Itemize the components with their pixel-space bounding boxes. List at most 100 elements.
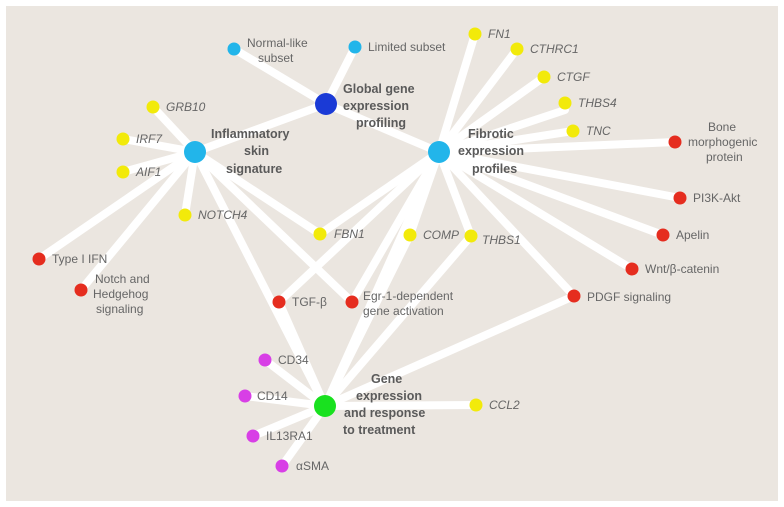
node-egr1: Egr-1-dependent gene activation xyxy=(345,289,454,318)
node-dot xyxy=(673,191,687,205)
node-dot xyxy=(116,165,130,179)
edge xyxy=(230,45,330,108)
node-tgf-beta: TGF-β xyxy=(272,295,327,309)
node-pi3k-akt: PI3K-Akt xyxy=(673,191,741,205)
node-apelin: Apelin xyxy=(656,228,709,242)
node-thbs1: THBS1 xyxy=(464,229,521,247)
node-normal-like: Normal-like subset xyxy=(227,36,308,65)
node-label: Notch and xyxy=(95,272,150,286)
edge xyxy=(435,148,636,273)
edge xyxy=(278,402,329,470)
node-label: TGF-β xyxy=(292,295,327,309)
hub-fibrotic-dot xyxy=(428,141,450,163)
node-label: TNC xyxy=(586,124,611,138)
node-label: Limited subset xyxy=(368,40,446,54)
node-label: Bone xyxy=(708,120,736,134)
node-label: gene activation xyxy=(363,304,444,318)
node-label: CCL2 xyxy=(489,398,520,412)
edge xyxy=(249,402,329,440)
hub-fibrotic-label-2: expression xyxy=(458,144,524,158)
edge xyxy=(35,148,199,263)
edge xyxy=(191,148,356,306)
hub-inflammatory: Inflammatory skin signature xyxy=(184,127,290,176)
hub-global-label-2: expression xyxy=(343,99,409,113)
network-diagram: Global gene expression profiling Inflamm… xyxy=(6,6,778,501)
node-label: THBS1 xyxy=(482,233,521,247)
node-label: Hedgehog xyxy=(93,287,148,301)
edge xyxy=(261,356,329,410)
node-notch-hedgehog: Notch and Hedgehog signaling xyxy=(74,272,150,316)
node-dot xyxy=(403,228,417,242)
node-dot xyxy=(468,27,482,41)
hub-treatment-label-2: expression xyxy=(356,389,422,403)
edge xyxy=(321,232,475,410)
edge xyxy=(435,138,679,156)
node-label: Normal-like xyxy=(247,36,308,50)
edge xyxy=(435,148,475,240)
node-label: CD34 xyxy=(278,353,309,367)
node-fn1: FN1 xyxy=(468,27,511,41)
node-dot xyxy=(469,398,483,412)
hub-fibrotic: Fibrotic expression profiles xyxy=(428,127,524,176)
node-cd34: CD34 xyxy=(258,353,309,367)
hub-treatment-dot xyxy=(314,395,336,417)
hub-inflammatory-label-1: Inflammatory xyxy=(211,127,290,141)
node-label: CTGF xyxy=(557,70,590,84)
edge xyxy=(435,148,667,239)
hub-global-dot xyxy=(315,93,337,115)
node-label: αSMA xyxy=(296,459,329,473)
node-dot xyxy=(258,353,272,367)
node-limited-subset: Limited subset xyxy=(348,40,446,54)
node-label: morphogenic xyxy=(688,135,757,149)
node-wnt: Wnt/β-catenin xyxy=(625,262,719,276)
node-label: subset xyxy=(258,51,294,65)
edge xyxy=(119,148,199,176)
node-label: Type I IFN xyxy=(52,252,107,266)
node-dot xyxy=(668,135,682,149)
node-dot xyxy=(313,227,327,241)
node-dot xyxy=(146,100,160,114)
node-label: Egr-1-dependent xyxy=(363,289,454,303)
node-label: PDGF signaling xyxy=(587,290,671,304)
edge xyxy=(435,45,521,156)
node-ctgf: CTGF xyxy=(537,70,590,84)
edge xyxy=(191,148,324,238)
hub-fibrotic-label-1: Fibrotic xyxy=(468,127,514,141)
hub-inflammatory-label-3: signature xyxy=(226,162,282,176)
node-label: IL13RA1 xyxy=(266,429,313,443)
node-dot xyxy=(464,229,478,243)
edge xyxy=(435,30,479,156)
node-dot xyxy=(32,252,46,266)
node-asma: αSMA xyxy=(275,459,329,473)
node-dot xyxy=(625,262,639,276)
node-dot xyxy=(272,295,286,309)
edge xyxy=(321,292,578,410)
edge xyxy=(321,231,414,410)
node-label: COMP xyxy=(423,228,459,242)
edge xyxy=(435,73,548,156)
hub-inflammatory-label-2: skin xyxy=(244,144,269,158)
hub-treatment-label-4: to treatment xyxy=(343,423,416,437)
edge xyxy=(435,148,684,202)
node-thbs4: THBS4 xyxy=(558,96,617,110)
edge xyxy=(275,148,443,306)
edges xyxy=(35,30,684,470)
node-grb10: GRB10 xyxy=(146,100,206,114)
node-pdgf: PDGF signaling xyxy=(567,289,671,304)
node-label: CD14 xyxy=(257,389,288,403)
node-dot xyxy=(567,289,581,303)
node-bmp: Bone morphogenic protein xyxy=(668,120,757,164)
node-dot xyxy=(348,40,362,54)
node-label: FN1 xyxy=(488,27,511,41)
hub-treatment-label-3: and response xyxy=(344,406,425,420)
node-label: CTHRC1 xyxy=(530,42,579,56)
hub-treatment: Gene expression and response to treatmen… xyxy=(314,372,425,437)
hub-global-label-1: Global gene xyxy=(343,82,415,96)
node-label: AIF1 xyxy=(135,165,161,179)
node-dot xyxy=(510,42,524,56)
node-notch4: NOTCH4 xyxy=(178,208,248,222)
node-dot xyxy=(566,124,580,138)
edge xyxy=(321,401,480,410)
hub-global-label-3: profiling xyxy=(356,116,406,130)
node-il13ra1: IL13RA1 xyxy=(246,429,313,443)
